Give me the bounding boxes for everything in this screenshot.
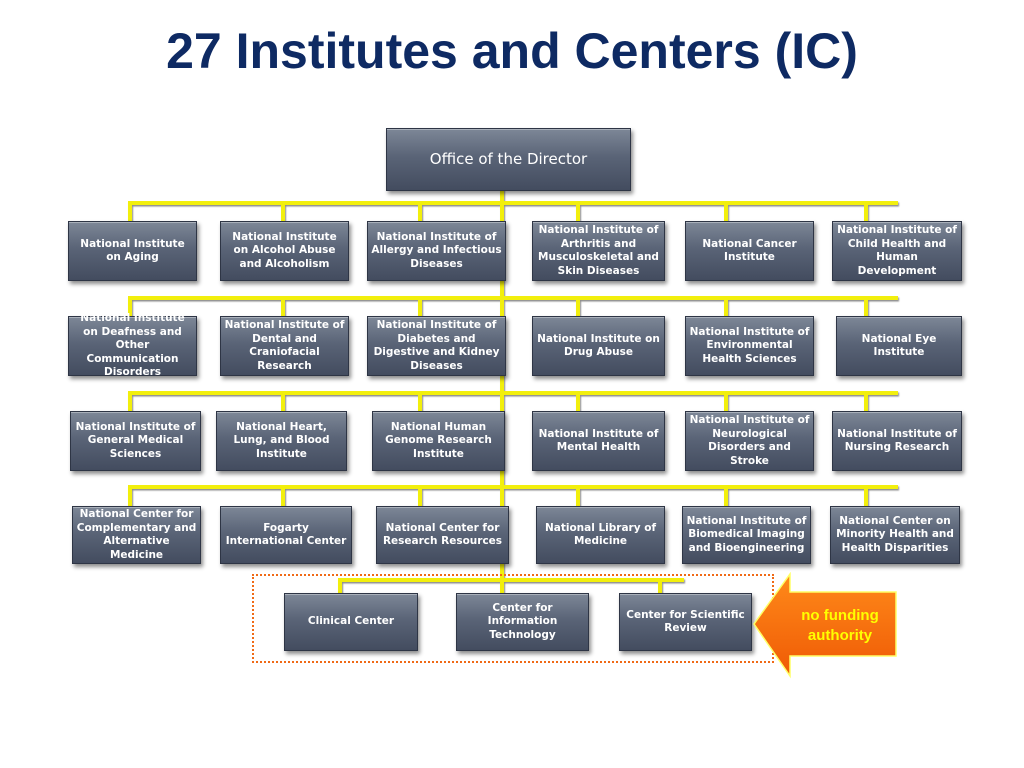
ic-box: National Institute of Diabetes and Diges… <box>367 316 506 376</box>
ic-box: National Cancer Institute <box>685 221 814 281</box>
ic-box: National Heart, Lung, and Blood Institut… <box>216 411 347 471</box>
ic-box: Center for Information Technology <box>456 593 589 651</box>
callout-label: no funding authority <box>801 607 879 644</box>
ic-box: Center for Scientific Review <box>619 593 752 651</box>
ic-box: National Eye Institute <box>836 316 962 376</box>
ic-box: Fogarty International Center <box>220 506 352 564</box>
ic-box: National Center for Complementary and Al… <box>72 506 201 564</box>
callout-arrow <box>753 572 897 679</box>
ic-box: National Institute of General Medical Sc… <box>70 411 201 471</box>
ic-box: National Institute of Nursing Research <box>832 411 962 471</box>
ic-box: National Library of Medicine <box>536 506 665 564</box>
ic-box: National Institute of Child Health and H… <box>832 221 962 281</box>
page-title: 27 Institutes and Centers (IC) <box>166 23 858 79</box>
ic-box: National Institute of Dental and Craniof… <box>220 316 349 376</box>
ic-box: Clinical Center <box>284 593 418 651</box>
ic-box: National Institute of Biomedical Imaging… <box>682 506 811 564</box>
ic-box: National Institute on Aging <box>68 221 197 281</box>
ic-box: National Human Genome Research Institute <box>372 411 505 471</box>
ic-box: National Center for Research Resources <box>376 506 509 564</box>
office-of-the-director: Office of the Director <box>386 128 631 191</box>
ic-box: National Institute on Alcohol Abuse and … <box>220 221 349 281</box>
ic-box: National Institute on Drug Abuse <box>532 316 665 376</box>
ic-box: National Institute of Environmental Heal… <box>685 316 814 376</box>
ic-box: National Institute of Mental Health <box>532 411 665 471</box>
ic-box: National Institute of Allergy and Infect… <box>367 221 506 281</box>
ic-box: National Institute of Neurological Disor… <box>685 411 814 471</box>
ic-box: National Institute of Arthritis and Musc… <box>532 221 665 281</box>
ic-box: National Institute on Deafness and Other… <box>68 312 197 378</box>
ic-box: National Center on Minority Health and H… <box>830 506 960 564</box>
